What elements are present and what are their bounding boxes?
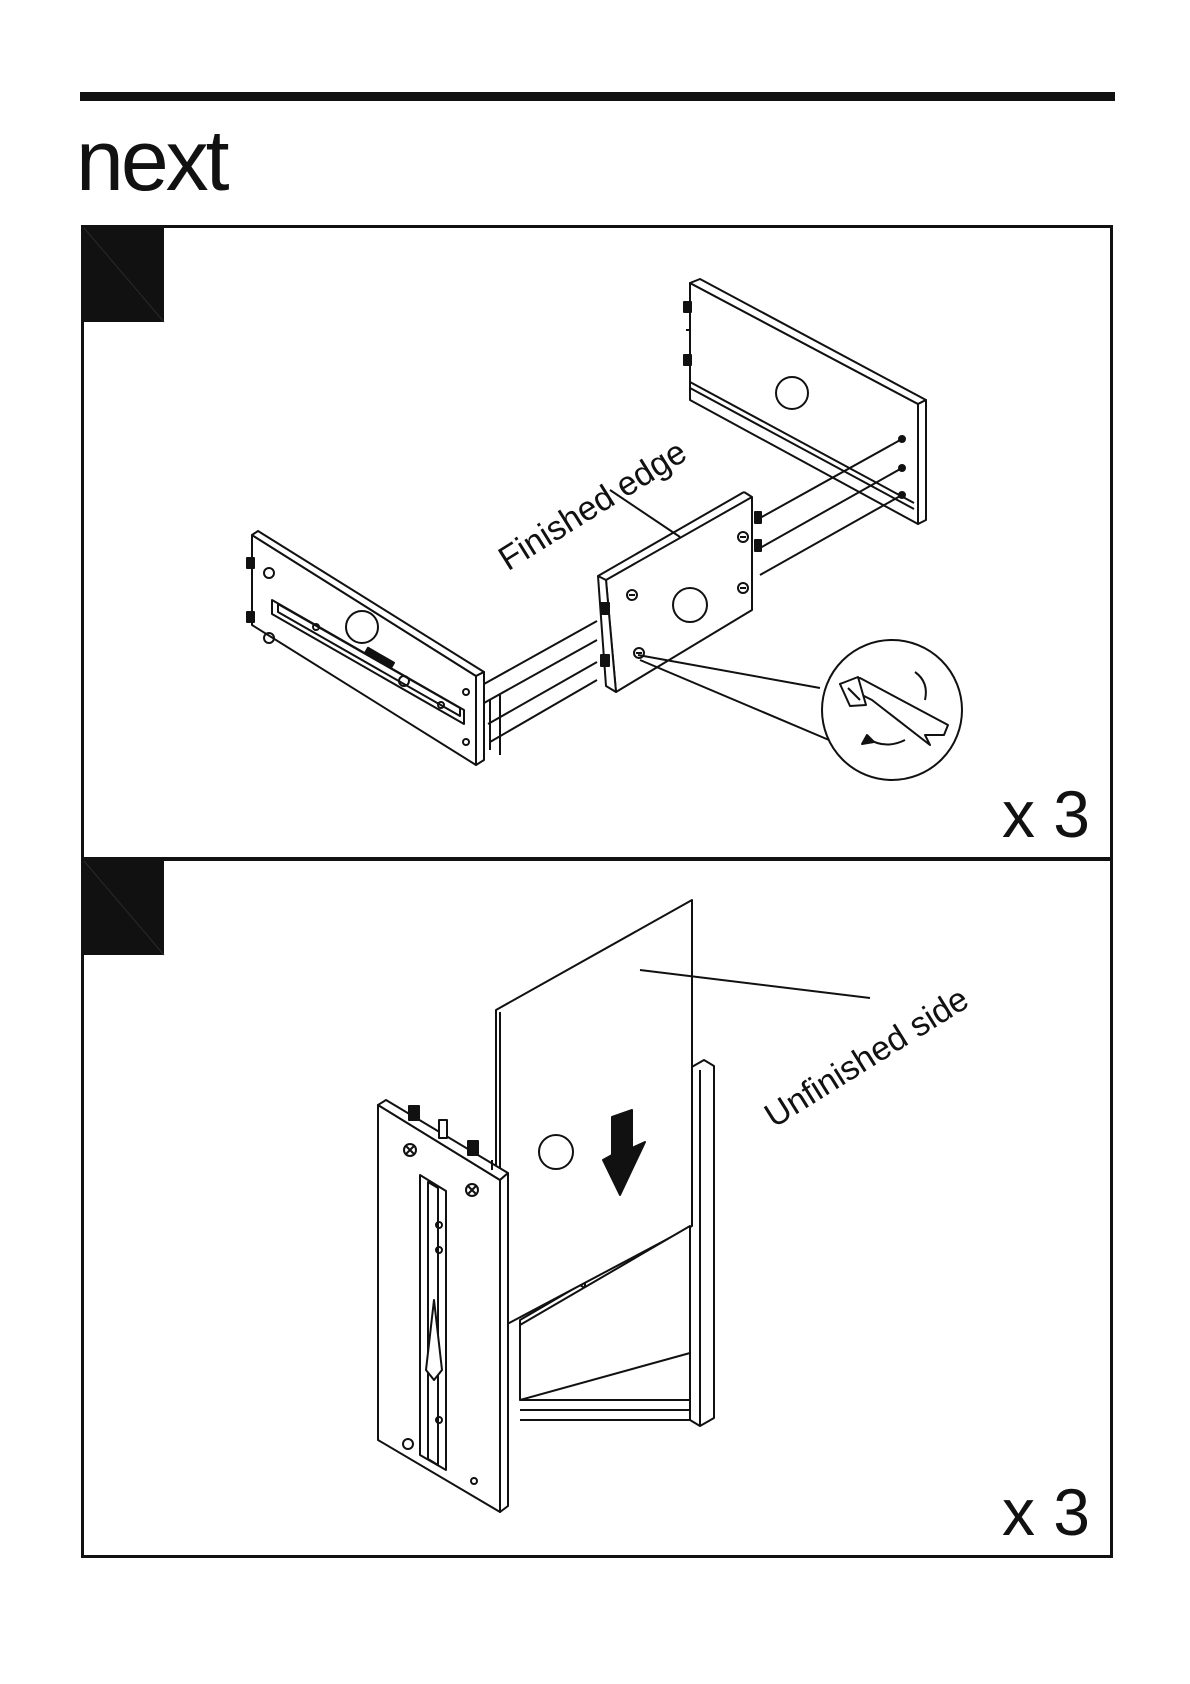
drawer-side-panel [378, 1100, 508, 1512]
side-drawer-panel [247, 531, 484, 765]
back-drawer-panel [684, 279, 926, 524]
drawer-back-board [496, 900, 870, 1400]
frame-rail-right [690, 1060, 714, 1426]
